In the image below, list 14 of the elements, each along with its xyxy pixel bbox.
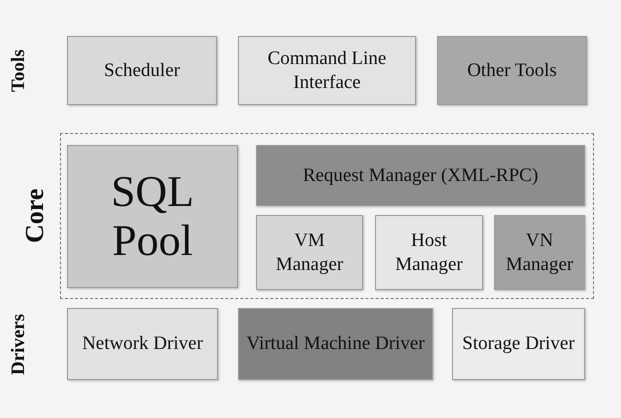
component-box: Request Manager (XML-RPC) (256, 145, 585, 206)
component-box: Host Manager (375, 215, 483, 290)
component-box: Other Tools (437, 36, 587, 105)
layer-label: Tools (7, 48, 30, 94)
layer-label: Core (19, 188, 50, 246)
component-box: SQL Pool (67, 145, 238, 288)
component-box: Command Line Interface (238, 36, 416, 105)
layer-label: Drivers (7, 312, 30, 377)
component-box: VM Manager (256, 215, 363, 290)
component-box: Storage Driver (452, 308, 585, 380)
component-box: Network Driver (67, 308, 218, 380)
component-box: VN Manager (494, 215, 585, 290)
component-box: Scheduler (67, 36, 217, 105)
component-box: Virtual Machine Driver (238, 308, 433, 380)
